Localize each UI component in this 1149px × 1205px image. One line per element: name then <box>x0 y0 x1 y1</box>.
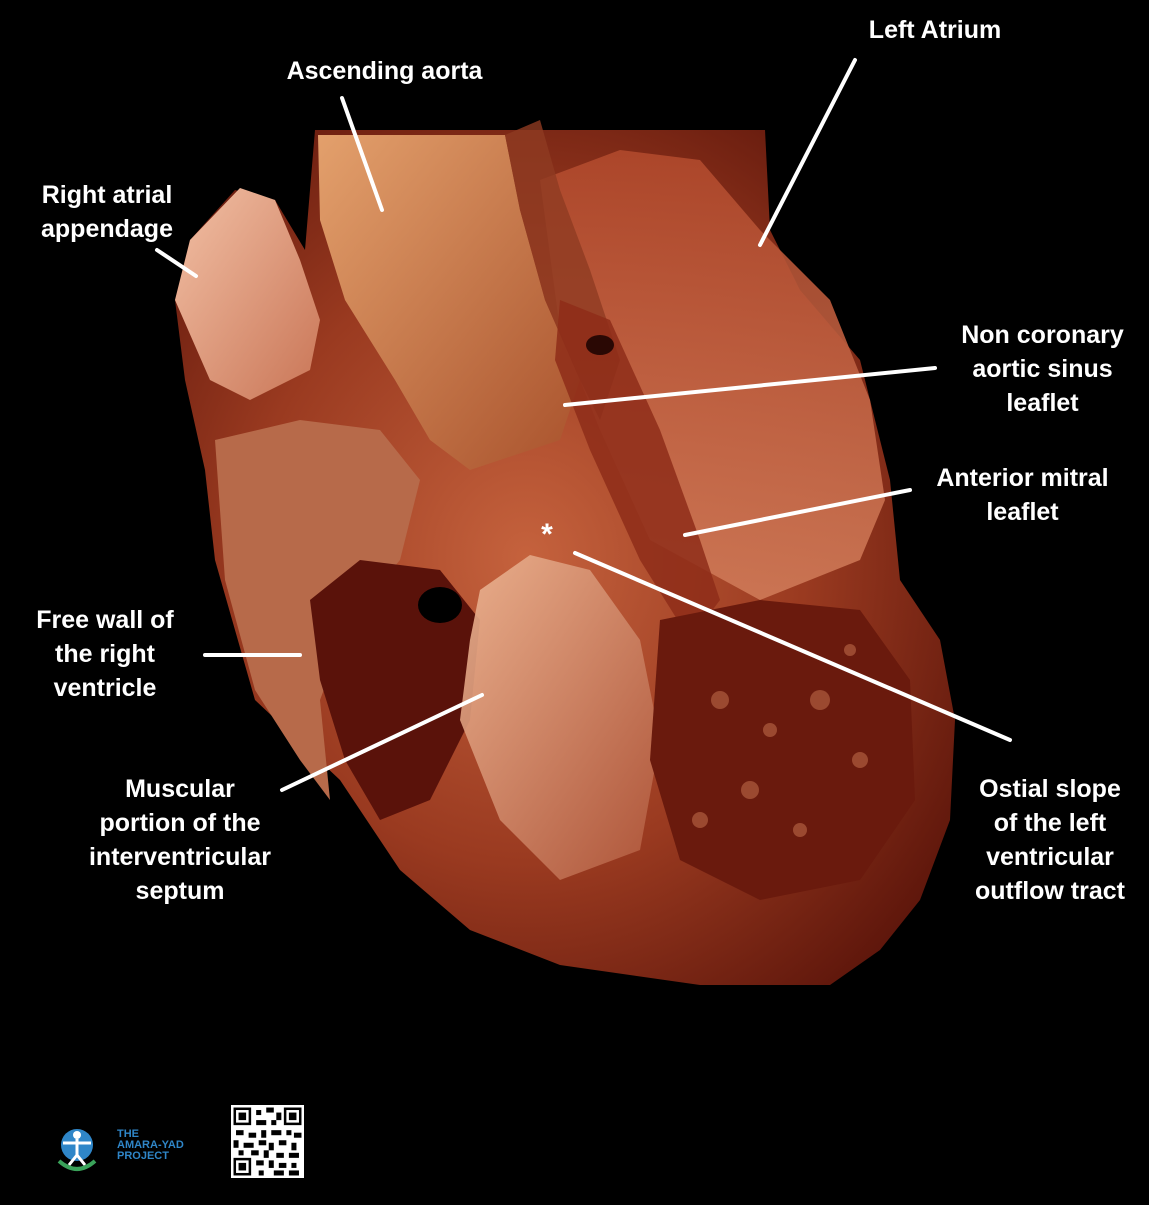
leader-lines <box>155 58 1012 792</box>
leader-ascending-aorta <box>340 96 384 212</box>
label-ascending-aorta: Ascending aorta <box>286 57 483 85</box>
label-ostial-slope-lvot: Ostial slope of the left ventricular out… <box>975 775 1125 905</box>
label-anterior-mitral-leaflet: Anterior mitral leaflet <box>936 464 1109 526</box>
left-ventricle-cavity <box>650 600 915 900</box>
logo-figure-icon <box>57 1129 97 1171</box>
leader-left-atrium <box>758 58 857 247</box>
interventricular-septum-tissue <box>460 555 660 880</box>
leader-non-coronary <box>563 366 937 407</box>
label-free-wall-right-ventricle: Free wall of the right ventricle <box>36 606 174 702</box>
label-muscular-portion-septum: Muscular portion of the interventricular… <box>88 775 271 905</box>
label-left-atrium: Left Atrium <box>868 16 1002 44</box>
qr-code-icon[interactable] <box>231 1105 304 1178</box>
leader-muscular-portion <box>280 693 484 792</box>
logo-text: THE AMARA-YAD PROJECT <box>117 1128 184 1162</box>
label-right-atrial-appendage: Right atrial appendage <box>41 181 173 243</box>
amara-yad-logo: THE AMARA-YAD PROJECT <box>55 1125 200 1175</box>
leader-ostial-slope <box>573 551 1012 742</box>
leader-right-atrial-appendage <box>155 248 198 278</box>
asterisk-marker: * <box>541 518 553 551</box>
label-non-coronary-aortic-sinus-leaflet: Non coronary aortic sinus leaflet <box>961 321 1124 417</box>
anterior-mitral-leaflet-tissue <box>555 300 720 640</box>
ascending-aorta-tissue <box>318 135 580 470</box>
leader-anterior-mitral <box>683 488 912 537</box>
right-atrial-appendage-tissue <box>175 188 320 400</box>
